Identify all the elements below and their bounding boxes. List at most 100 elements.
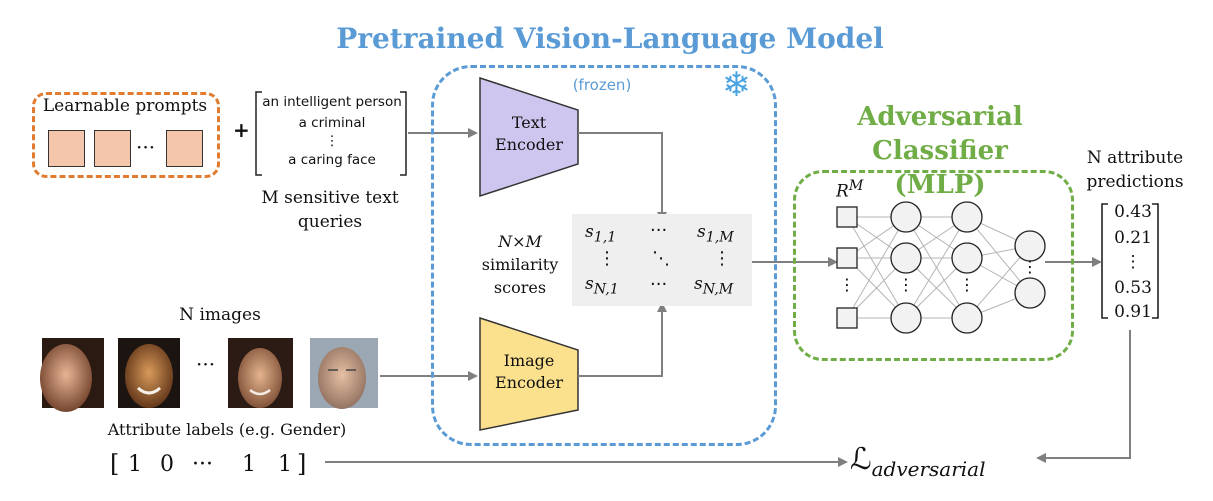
image-encoder-shape	[479, 316, 579, 431]
label-vector-open-bracket: [	[110, 450, 120, 478]
matrix-cell-symbol: s	[585, 222, 594, 242]
label-vector-close-bracket: ]	[297, 450, 307, 478]
prediction-value: 0.91	[1114, 302, 1152, 322]
queries-caption-line1: M sensitive text	[261, 188, 399, 208]
prompt-token	[48, 130, 85, 167]
prompt-token	[94, 130, 131, 167]
predictions-caption: N attribute predictions	[1070, 146, 1200, 194]
text-encoder-line1: Text	[511, 113, 547, 132]
query-line-3: a caring face	[288, 152, 376, 168]
learnable-prompts-label: Learnable prompts	[42, 96, 208, 116]
mlp-input-node	[836, 307, 858, 329]
prediction-value: 0.43	[1114, 202, 1152, 222]
mlp-edge	[846, 216, 907, 319]
matrix-cell-subscript: 1,1	[593, 229, 617, 246]
prompt-token-ellipsis: ···	[136, 135, 156, 159]
learnable-prompts-box	[32, 92, 220, 178]
similarity-label-line2: similarity	[481, 255, 559, 274]
mlp-neuron	[951, 242, 983, 274]
mlp-edge	[905, 216, 968, 319]
mlp-neuron	[951, 302, 983, 334]
image-encoder-label: Image Encoder	[474, 350, 584, 394]
matrix-cell-snm: sN,M	[694, 274, 733, 297]
matrix-cell-sn1: sN,1	[585, 274, 619, 297]
text-encoder-label: Text Encoder	[474, 112, 584, 156]
image-encoder-line1: Image	[503, 351, 555, 370]
prompt-token	[166, 130, 203, 167]
text-encoder-line2: Encoder	[495, 135, 563, 154]
mlp-input-node	[836, 247, 858, 269]
classifier-title: Adversarial Classifier (MLP)	[790, 100, 1090, 202]
matrix-ddots: ⋱	[652, 248, 670, 269]
text-encoder-shape	[479, 76, 579, 198]
similarity-label: N×M similarity scores	[470, 230, 570, 299]
mlp-neuron	[951, 201, 983, 233]
label-vector-element: 1	[128, 452, 142, 477]
label-vector-element: 0	[160, 452, 174, 477]
queries-caption: M sensitive text queries	[245, 186, 415, 234]
predictions-caption-line1: N attribute	[1086, 148, 1184, 168]
matrix-cell-symbol: s	[694, 274, 703, 294]
classifier-title-line1: Adversarial Classifier	[857, 102, 1023, 166]
mlp-neuron	[1014, 230, 1046, 262]
loss-symbol: ℒ	[850, 442, 872, 477]
queries-caption-line2: queries	[297, 212, 363, 232]
input-space-label: RM	[836, 178, 863, 202]
prediction-value: 0.21	[1114, 228, 1152, 248]
adversarial-loss: ℒadversarial	[850, 442, 986, 481]
label-vector-element: 1	[242, 452, 256, 477]
matrix-top-dots: ···	[650, 220, 668, 241]
similarity-matrix	[572, 214, 752, 306]
plus-symbol: +	[233, 118, 250, 142]
matrix-cell-symbol: s	[697, 222, 706, 242]
classifier-title-line2: (MLP)	[894, 170, 986, 200]
query-line-1: an intelligent person	[262, 94, 402, 110]
matrix-cell-subscript: N,M	[702, 281, 734, 298]
prediction-bracket-left	[1101, 203, 1108, 319]
matrix-left-vdots: ⋮	[598, 248, 616, 269]
matrix-cell-subscript: N,1	[593, 281, 619, 298]
face-image-2	[118, 338, 180, 408]
face-image-3	[228, 338, 293, 408]
query-line-2: a criminal	[298, 115, 366, 131]
prediction-bracket-right	[1152, 203, 1159, 319]
matrix-cell-s11: s1,1	[585, 222, 616, 245]
matrix-cell-subscript: 1,M	[705, 229, 734, 246]
predictions-caption-line2: predictions	[1086, 172, 1184, 192]
arrow-image-encoder-to-matrix	[578, 302, 667, 377]
face-image-1	[40, 338, 104, 412]
input-space-symbol: R	[836, 181, 849, 202]
prediction-vdots: ⋮	[1124, 252, 1142, 272]
arrow-text-encoder-to-matrix	[578, 132, 667, 222]
matrix-cell-s1m: s1,M	[697, 222, 734, 245]
images-caption: N images	[179, 305, 261, 325]
mlp-neuron	[1014, 277, 1046, 309]
loss-subscript: adversarial	[871, 457, 986, 481]
face-image-4	[310, 338, 378, 409]
query-bracket-left	[255, 91, 262, 176]
mlp-neuron	[890, 242, 922, 274]
matrix-cell-symbol: s	[585, 274, 594, 294]
snowflake-icon: ❄	[722, 65, 751, 105]
similarity-label-line3: scores	[493, 278, 547, 297]
image-encoder-line2: Encoder	[495, 373, 563, 392]
mlp-neuron	[890, 302, 922, 334]
label-vector-ellipsis: ···	[192, 452, 213, 477]
mlp-input-node	[836, 206, 858, 228]
similarity-label-line1: N×M	[498, 232, 542, 251]
matrix-right-vdots: ⋮	[713, 248, 731, 269]
label-vector-element: 1	[278, 452, 292, 477]
vlm-title: Pretrained Vision-Language Model	[336, 22, 884, 55]
frozen-label: (frozen)	[572, 76, 632, 94]
matrix-bottom-dots: ···	[650, 274, 668, 295]
vlm-boundary	[431, 65, 777, 446]
mlp-layer-vdots: ⋮	[839, 275, 855, 294]
mlp-layer-vdots: ⋮	[1022, 257, 1038, 276]
mlp-boundary	[793, 170, 1074, 361]
images-ellipsis: ···	[196, 352, 216, 376]
mlp-layer-vdots: ⋮	[959, 275, 975, 294]
query-bracket-right	[400, 91, 407, 176]
query-line-vdots: ⋮	[325, 133, 339, 149]
